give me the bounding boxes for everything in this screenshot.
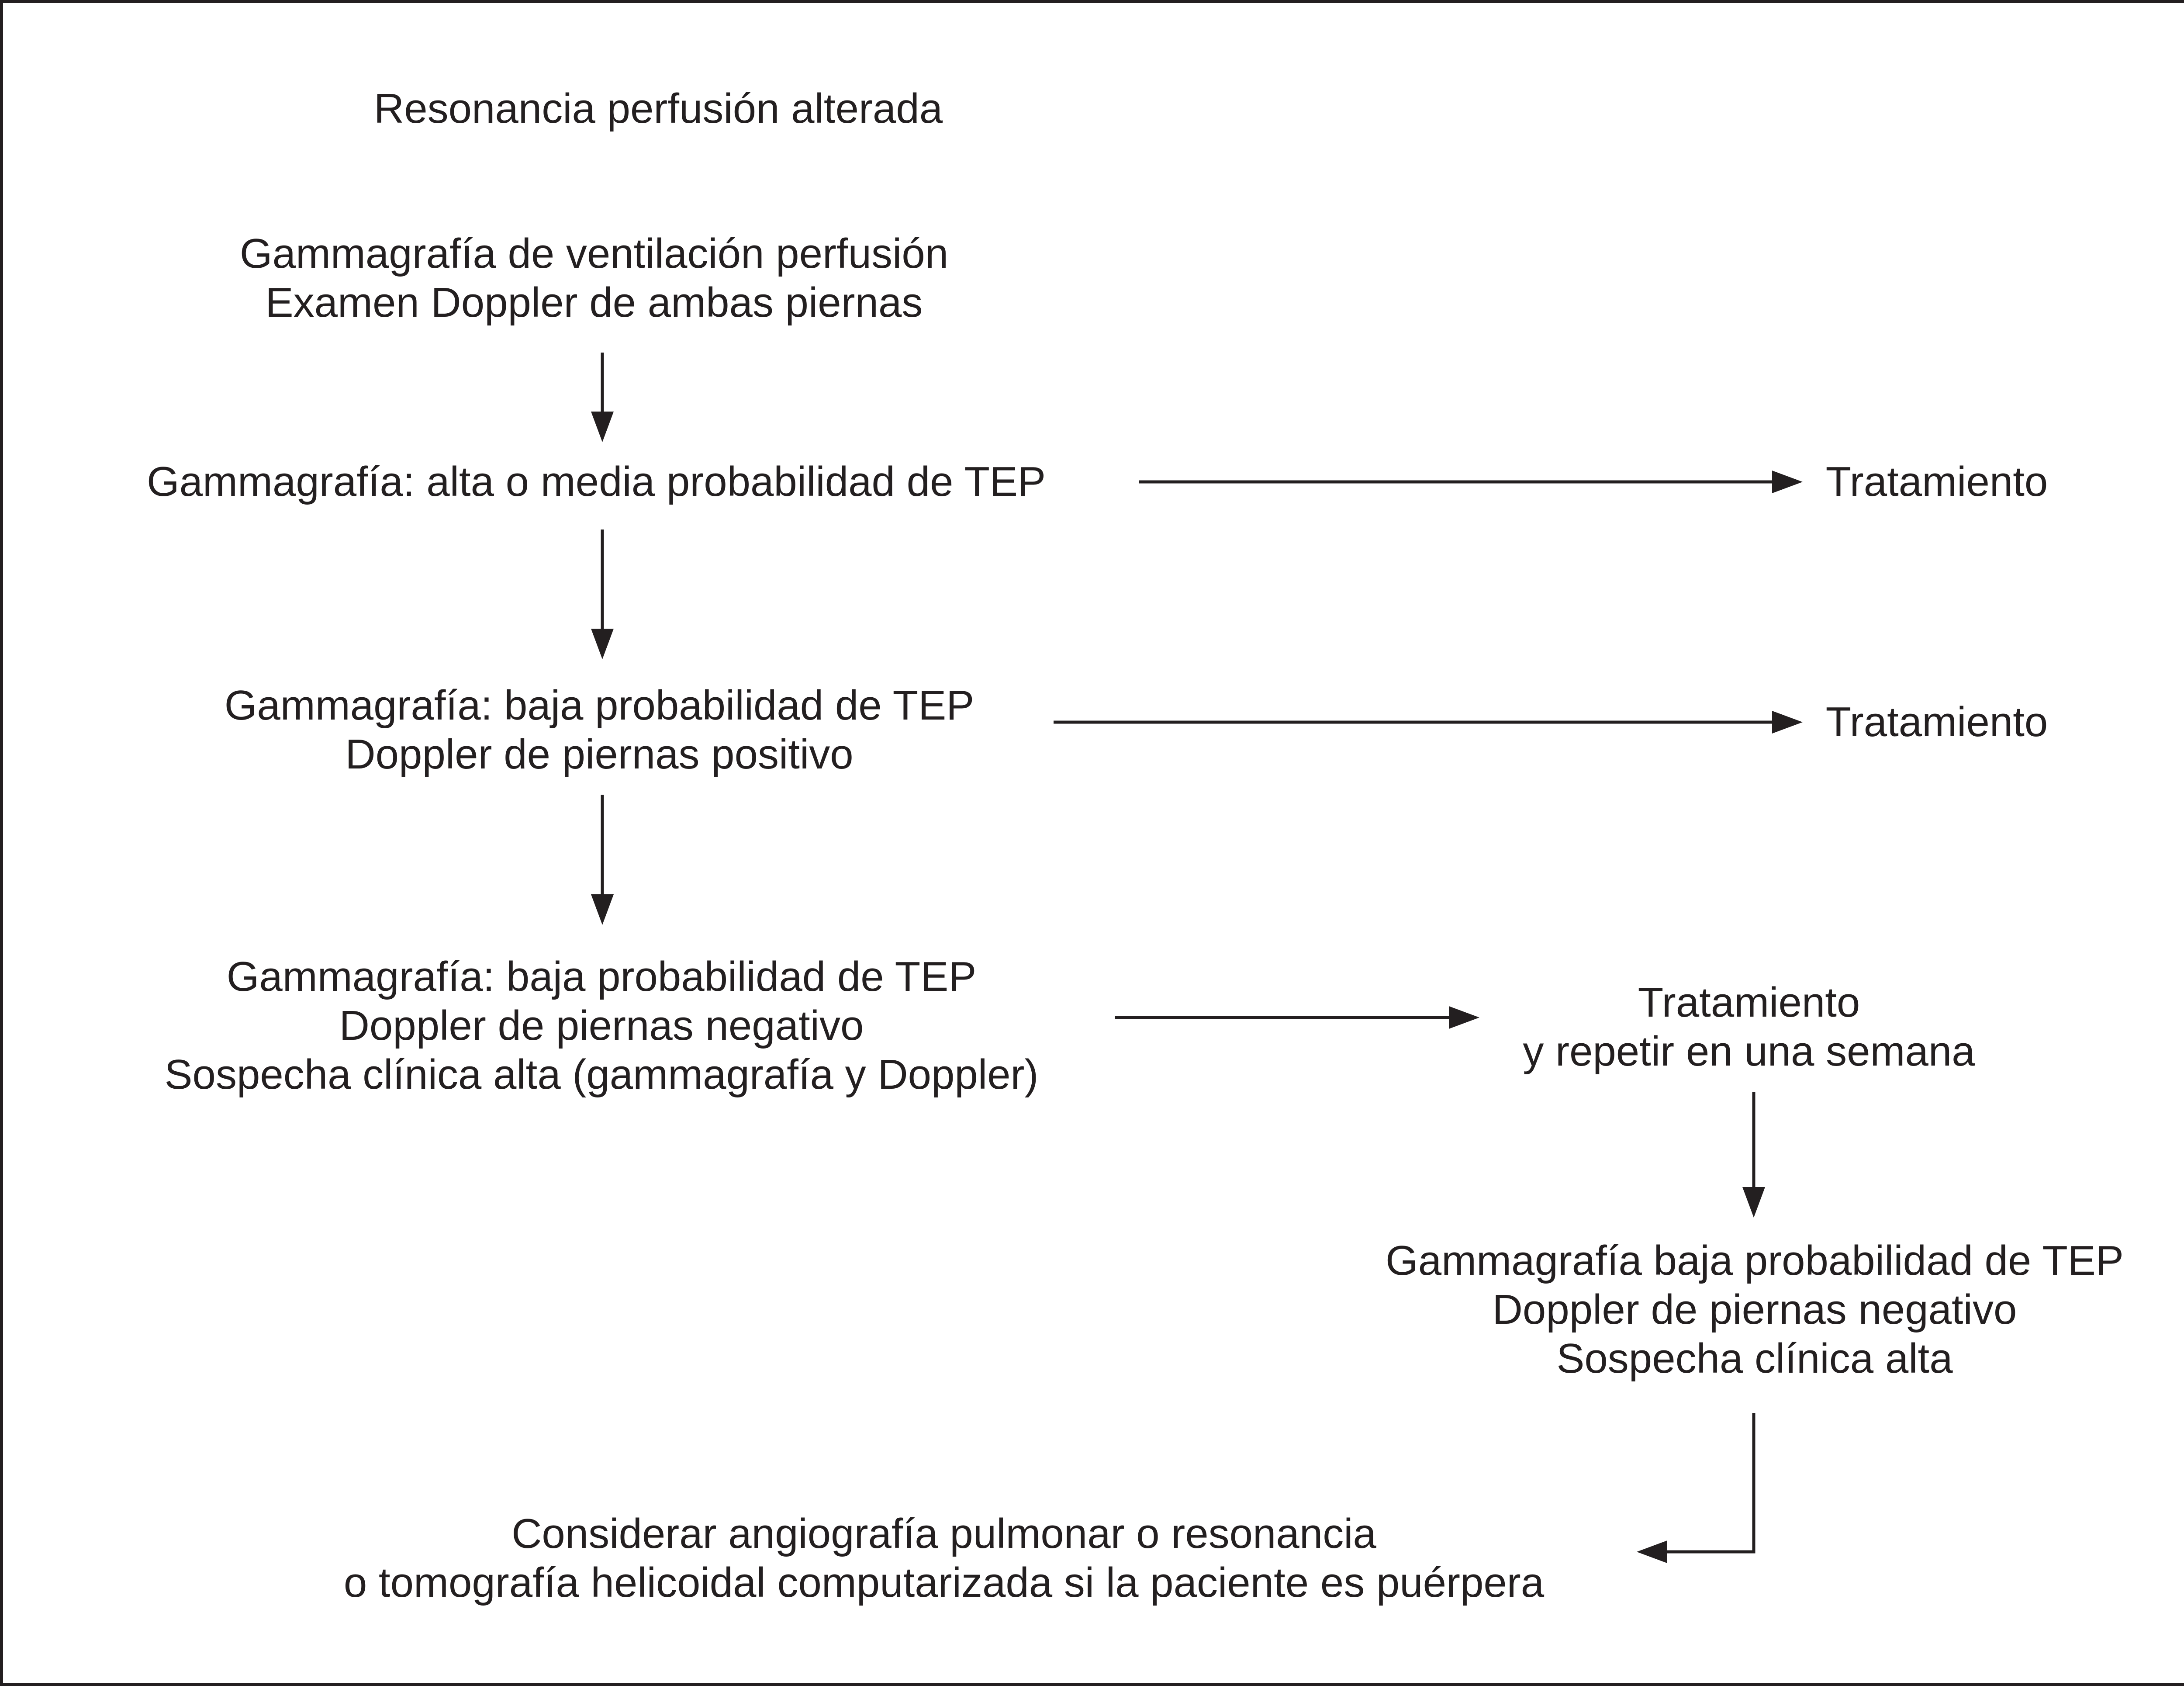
arrowhead	[591, 412, 614, 442]
arrowhead	[1742, 1187, 1765, 1218]
node-line: Tratamiento	[1638, 979, 1860, 1026]
node-considerar-angiografia: Considerar angiografía pulmonar o resona…	[344, 1509, 1544, 1607]
arrowhead	[591, 894, 614, 925]
node-line: Gammagrafía de ventilación perfusión	[239, 230, 949, 277]
node-line: Considerar angiografía pulmonar o resona…	[511, 1510, 1376, 1557]
node-tratamiento-1: Tratamiento	[1826, 457, 2048, 506]
connector-arrows	[591, 353, 1803, 1563]
node-line: Doppler de piernas positivo	[345, 731, 854, 778]
arrow-baja-sospecha-to-considerar	[1663, 1413, 1755, 1554]
node-resonancia-perfusion: Resonancia perfusión alterada	[374, 84, 943, 133]
node-baja-probabilidad-sospecha-alta: Gammagrafía baja probabilidad de TEP Dop…	[1386, 1236, 2124, 1383]
node-line: Gammagrafía: baja probabilidad de TEP	[224, 682, 975, 729]
node-line: Resonancia perfusión alterada	[373, 85, 943, 132]
node-tratamiento-2: Tratamiento	[1826, 698, 2048, 747]
node-baja-probabilidad-doppler-positivo: Gammagrafía: baja probabilidad de TEP Do…	[225, 681, 975, 779]
arrowhead	[1772, 471, 1803, 493]
arrowhead	[591, 629, 614, 659]
node-line: Gammagrafía baja probabilidad de TEP	[1386, 1237, 2124, 1284]
node-line: Sospecha clínica alta	[1556, 1335, 1953, 1382]
node-line: y repetir en una semana	[1523, 1028, 1975, 1075]
node-line: Gammagrafía: baja probabilidad de TEP	[226, 953, 977, 1000]
node-line: Gammagrafía: alta o media probabilidad d…	[146, 458, 1046, 505]
node-line: o tomografía helicoidal computarizada si…	[343, 1559, 1545, 1606]
arrowhead	[1772, 711, 1803, 734]
node-line: Doppler de piernas negativo	[339, 1002, 864, 1049]
node-line: Examen Doppler de ambas piernas	[265, 279, 923, 326]
node-line: Doppler de piernas negativo	[1492, 1286, 2017, 1333]
node-gammagrafia-ventilacion-perfusion: Gammagrafía de ventilación perfusión Exa…	[240, 229, 948, 327]
node-line: Tratamiento	[1825, 699, 2048, 745]
arrowhead	[1449, 1006, 1479, 1029]
node-baja-probabilidad-doppler-negativo: Gammagrafía: baja probabilidad de TEP Do…	[165, 952, 1039, 1099]
arrowhead	[1637, 1540, 1667, 1563]
node-alta-media-probabilidad: Gammagrafía: alta o media probabilidad d…	[147, 457, 1046, 506]
node-line: Tratamiento	[1825, 458, 2048, 505]
node-tratamiento-repetir-semana: Tratamiento y repetir en una semana	[1523, 978, 1975, 1076]
node-line: Sospecha clínica alta (gammagrafía y Dop…	[164, 1051, 1039, 1098]
